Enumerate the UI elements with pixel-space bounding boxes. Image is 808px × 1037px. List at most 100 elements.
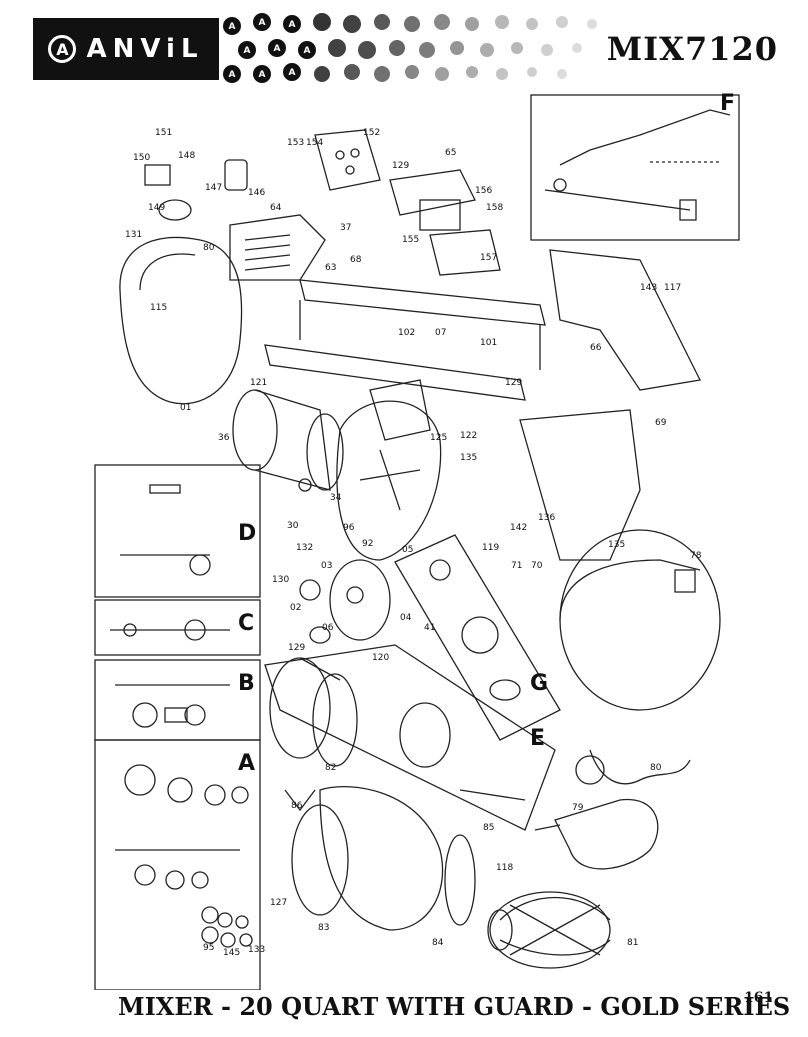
- part-number-label: 96: [343, 523, 355, 533]
- part-number-label: 136: [538, 513, 555, 523]
- part-number-label: 115: [150, 303, 167, 313]
- section-e-box: [264, 644, 556, 831]
- part-number-label: 157: [480, 253, 497, 263]
- page-title: MIXER - 20 QUART WITH GUARD - GOLD SERIE…: [118, 992, 791, 1021]
- part-number-label: 101: [480, 338, 497, 348]
- part-number-label: 83: [318, 923, 329, 933]
- part-number-label: 145: [223, 948, 240, 958]
- part-number-label: 81: [627, 938, 638, 948]
- part-number-label: 79: [572, 803, 584, 813]
- part-number-label: 68: [350, 255, 362, 265]
- flat-beater: [554, 798, 659, 870]
- part-number-label: 64: [270, 203, 282, 213]
- part-number-label: 102: [398, 328, 415, 338]
- svg-text:A: A: [274, 44, 281, 54]
- part-number-label: 117: [664, 283, 681, 293]
- section-label-d: D: [238, 521, 256, 546]
- part-number-label: 84: [432, 938, 444, 948]
- dough-hook: [589, 749, 691, 785]
- part-number-label: 118: [496, 863, 513, 873]
- section-label-g: G: [530, 671, 548, 696]
- section-a-box: [94, 739, 261, 990]
- section-label-e: E: [530, 726, 545, 751]
- part-number-label: 01: [180, 403, 191, 413]
- column: [549, 249, 701, 391]
- part-number-label: 63: [325, 263, 336, 273]
- section-d-box: [94, 464, 261, 598]
- section-label-f: F: [720, 91, 735, 116]
- brand-name: ANViL: [86, 34, 204, 64]
- part-number-label: 121: [250, 378, 267, 388]
- part-number-label: 132: [296, 543, 313, 553]
- part-number-label: 156: [475, 186, 492, 196]
- section-c-box: [94, 599, 261, 656]
- gear-housing: [336, 400, 442, 561]
- anvil-logo: A ANViL: [33, 18, 219, 80]
- part-number-label: 129: [392, 161, 409, 171]
- part-number-label: 07: [435, 328, 446, 338]
- section-f-box: [530, 94, 740, 241]
- part-number-label: 151: [155, 128, 172, 138]
- part-number-label: 37: [340, 223, 351, 233]
- part-number-label: 95: [203, 943, 214, 953]
- part-number-label: 142: [510, 523, 527, 533]
- part-number-label: 153: [287, 138, 304, 148]
- part-number-label: 82: [325, 763, 336, 773]
- part-number-label: 80: [203, 243, 215, 253]
- part-number-label: 122: [460, 431, 477, 441]
- part-number-label: 143: [640, 283, 657, 293]
- part-number-label: 80: [650, 763, 662, 773]
- part-number-label: 158: [486, 203, 503, 213]
- section-label-c: C: [238, 611, 254, 636]
- part-number-label: 05: [402, 545, 413, 555]
- part-number-label: 130: [272, 575, 289, 585]
- section-b-box: [94, 659, 261, 741]
- svg-text:A: A: [259, 18, 266, 28]
- part-number-label: 36: [218, 433, 230, 443]
- part-number-label: 129: [288, 643, 305, 653]
- part-number-label: 119: [482, 543, 499, 553]
- wire-whip: [489, 891, 611, 969]
- part-number-label: 70: [531, 561, 543, 571]
- part-number-label: 30: [287, 521, 299, 531]
- part-number-label: 150: [133, 153, 150, 163]
- part-number-label: 86: [291, 801, 303, 811]
- part-number-label: 131: [125, 230, 142, 240]
- motor-end: [232, 389, 278, 471]
- svg-text:A: A: [229, 22, 236, 32]
- svg-text:A: A: [304, 46, 311, 56]
- part-number-label: 69: [655, 418, 667, 428]
- part-number-label: 133: [248, 945, 265, 955]
- column-lower: [519, 409, 641, 561]
- anvil-logo-mark-icon: A: [48, 35, 77, 63]
- part-number-label: 147: [205, 183, 222, 193]
- part-number-label: 92: [362, 539, 373, 549]
- part-number-label: 129: [505, 378, 522, 388]
- svg-text:A: A: [244, 46, 251, 56]
- part-number-label: 03: [321, 561, 332, 571]
- svg-text:A: A: [289, 68, 296, 78]
- model-number: MIX7120: [606, 30, 778, 68]
- part-number-label: 127: [270, 898, 287, 908]
- part-number-label: 120: [372, 653, 389, 663]
- section-label-a: A: [238, 751, 255, 776]
- bowl-guard: [319, 785, 444, 931]
- part-number-label: 135: [608, 540, 625, 550]
- section-g-box: [394, 534, 561, 741]
- part-number-label: 125: [430, 433, 447, 443]
- part-number-label: 02: [290, 603, 301, 613]
- svg-text:A: A: [289, 20, 296, 30]
- page-number: 161: [744, 990, 774, 1006]
- part-number-label: 149: [148, 203, 165, 213]
- part-number-label: 135: [460, 453, 477, 463]
- part-number-label: 41: [424, 623, 435, 633]
- frame-top: [299, 279, 546, 326]
- vent-plate: [229, 214, 326, 281]
- part-number-label: 78: [690, 551, 702, 561]
- part-number-label: 04: [400, 613, 412, 623]
- part-number-label: 85: [483, 823, 494, 833]
